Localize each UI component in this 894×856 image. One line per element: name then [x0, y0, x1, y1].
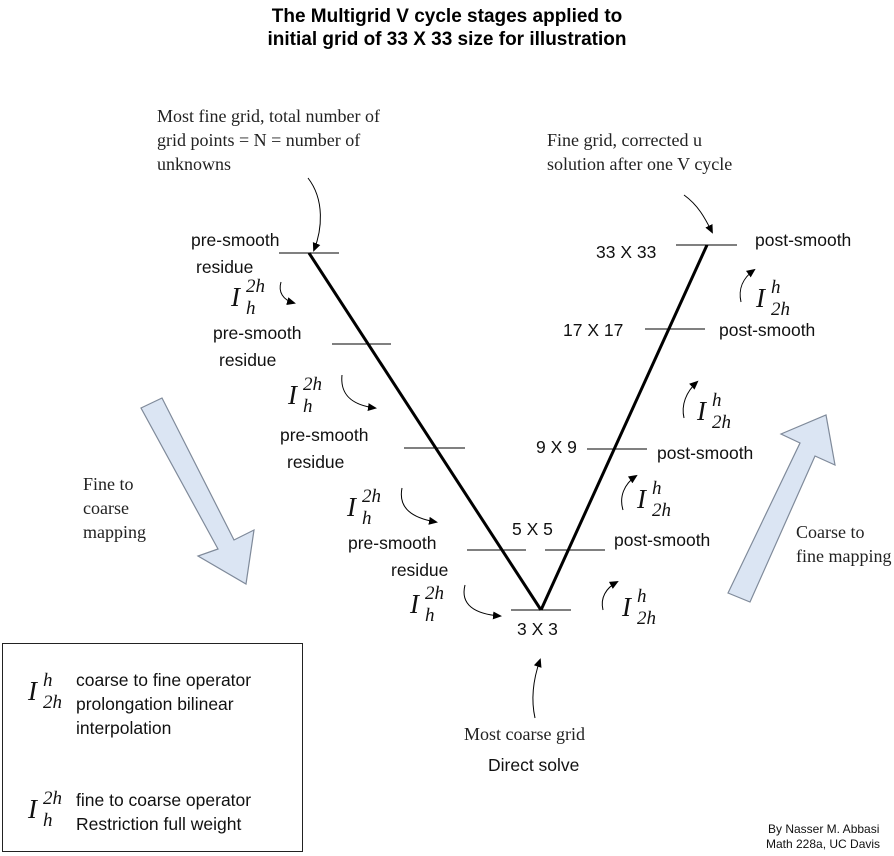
left-stage-1-smooth: pre-smooth	[191, 230, 280, 250]
credit-line-1: By Nasser M. Abbasi	[768, 822, 880, 836]
coarse-to-fine-block-arrow	[727, 414, 836, 603]
v-right-leg	[539, 244, 709, 611]
left-stage-1-residue: residue	[196, 257, 254, 277]
size-33: 33 X 33	[596, 242, 657, 262]
prolongation-curve-arrow	[621, 474, 638, 511]
callout-fine-corrected	[683, 194, 713, 234]
credit-line-2: Math 228a, UC Davis	[766, 837, 881, 851]
right-stage-3-smooth: post-smooth	[657, 443, 754, 463]
left-stage-2-residue: residue	[219, 350, 277, 370]
note-most-fine-grid: Most fine grid, total number of grid poi…	[157, 106, 380, 174]
size-17: 17 X 17	[563, 320, 624, 340]
note-coarse-to-fine: Coarse to fine mapping	[796, 522, 892, 566]
callout-fine-grid	[307, 177, 321, 252]
note-fine-grid-corrected: Fine grid, corrected u solution after on…	[547, 130, 733, 174]
prolongation-curve-arrow	[739, 268, 756, 303]
restriction-curve-arrow	[463, 584, 502, 620]
restriction-curve-arrow	[400, 487, 438, 525]
right-stage-2-smooth: post-smooth	[719, 320, 816, 340]
restriction-curve-arrow	[341, 374, 377, 412]
prolongation-curve-arrow	[682, 380, 699, 419]
prolongation-curve-arrow	[601, 581, 619, 611]
note-fine-to-coarse: Fine to coarse mapping	[83, 474, 146, 542]
note-direct-solve: Direct solve	[488, 755, 580, 775]
left-stage-2-smooth: pre-smooth	[213, 323, 302, 343]
title-line-2: initial grid of 33 X 33 size for illustr…	[267, 29, 627, 50]
legend-restriction-text: fine to coarse operator Restriction full…	[76, 790, 252, 834]
note-most-coarse-grid: Most coarse grid	[464, 724, 585, 744]
left-stage-4-residue: residue	[391, 560, 449, 580]
right-stage-1-smooth: post-smooth	[755, 230, 852, 250]
size-9: 9 X 9	[536, 437, 577, 457]
restriction-curve-arrow	[279, 281, 296, 306]
title-line-1: The Multigrid V cycle stages applied to	[271, 6, 623, 27]
size-3: 3 X 3	[517, 619, 558, 639]
size-5: 5 X 5	[512, 519, 553, 539]
callout-coarse	[532, 658, 542, 719]
left-stage-3-smooth: pre-smooth	[280, 425, 369, 445]
left-stage-3-residue: residue	[287, 452, 345, 472]
legend-prolongation-text: coarse to fine operator prolongation bil…	[76, 670, 252, 738]
left-stage-4-smooth: pre-smooth	[348, 533, 437, 553]
right-stage-4-smooth: post-smooth	[614, 530, 711, 550]
fine-to-coarse-block-arrow	[140, 397, 255, 585]
